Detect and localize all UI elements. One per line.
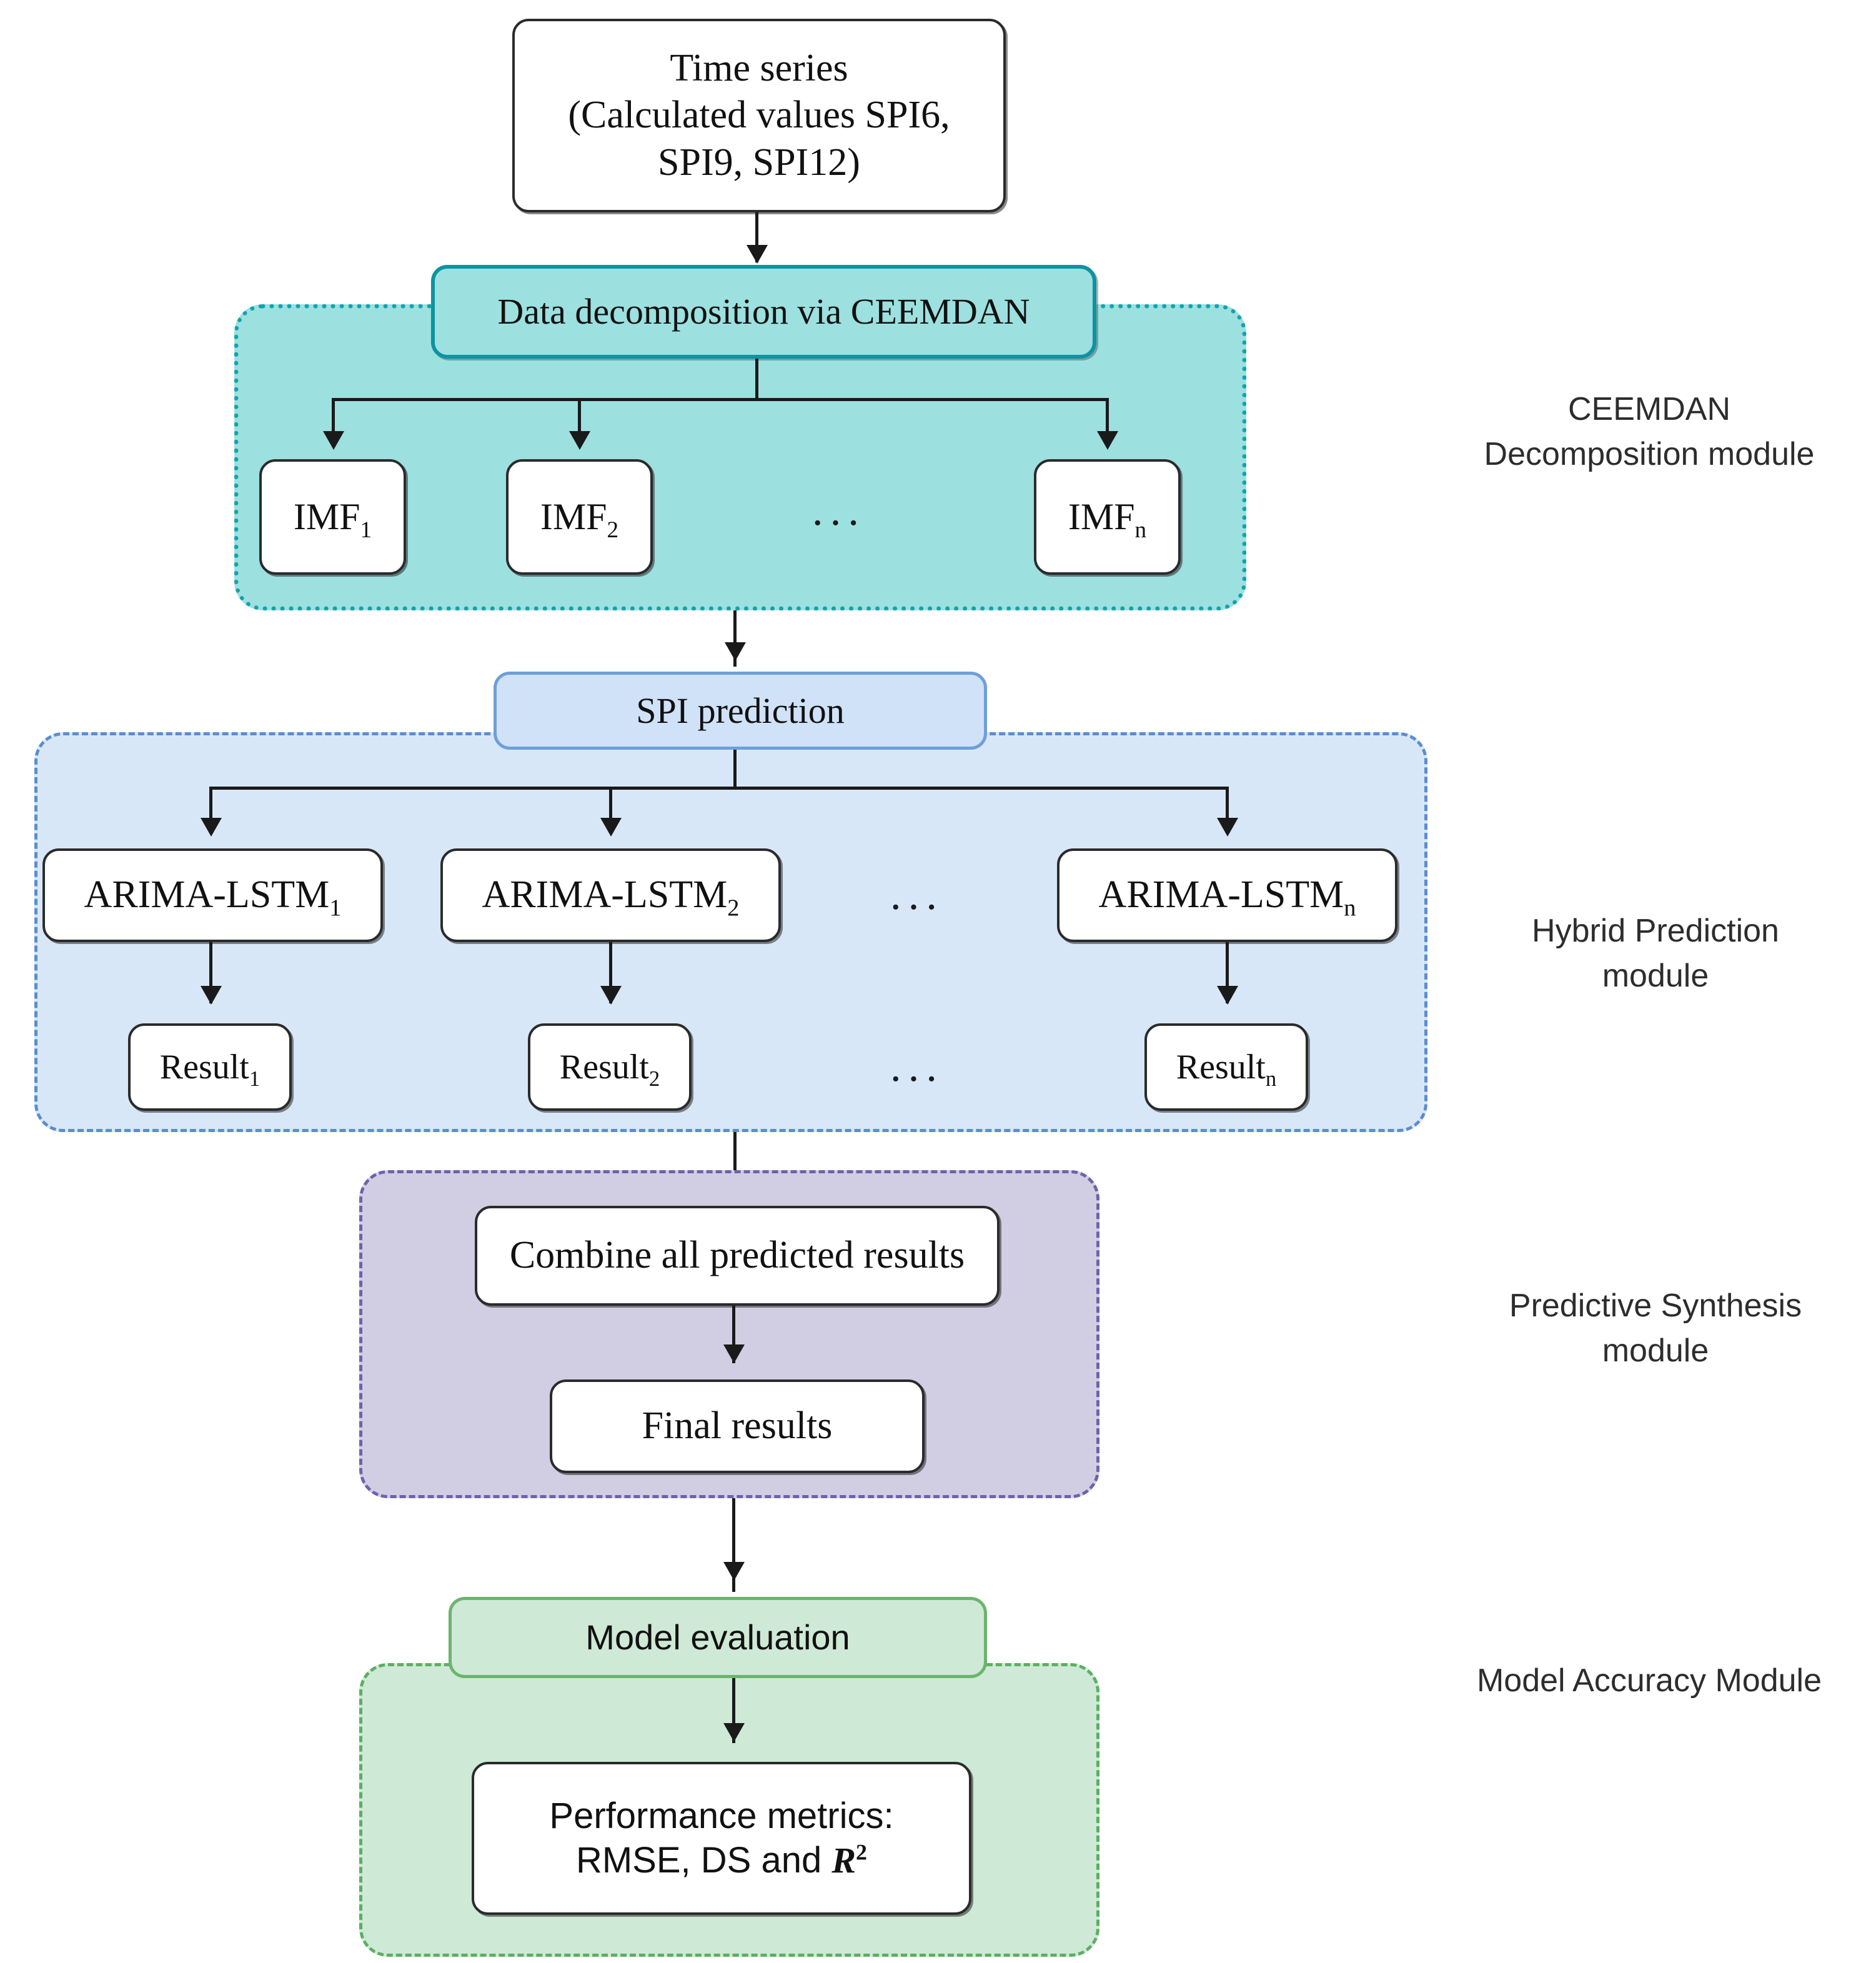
connector-combine-to-final: [732, 1306, 735, 1363]
arima-lstm-2-sub: 2: [727, 895, 740, 922]
arrowhead-combine-to-final: [723, 1344, 745, 1363]
label-module-hybrid: Hybrid Prediction module: [1462, 909, 1849, 999]
arrowhead-to-modeln: [1217, 818, 1238, 837]
arima-lstm-n-sub: n: [1344, 895, 1356, 922]
arrowhead-to-imf2: [569, 431, 590, 450]
header-data-decomposition: Data decomposition via CEEMDAN: [431, 265, 1096, 359]
label-module-ceemdan: CEEMDAN Decomposition module: [1449, 387, 1849, 477]
metrics-line-2-prefix: RMSE, DS and: [575, 1839, 832, 1881]
node-imf-n: IMFn: [1034, 459, 1181, 575]
arima-lstm-n-label: ARIMA-LSTM: [1098, 873, 1344, 917]
arima-lstm-2-label: ARIMA-LSTM: [482, 873, 728, 917]
label-synthesis-line-2: module: [1602, 1332, 1709, 1369]
result-1-label: Result: [159, 1047, 249, 1086]
connector-ceemdan-bus: [332, 398, 1109, 401]
time-series-line-1: Time series: [670, 46, 848, 89]
arrowhead-model1-to-result1: [201, 986, 222, 1005]
connector-hybrid-to-combine: [733, 1132, 737, 1201]
label-synthesis-line-1: Predictive Synthesis: [1509, 1288, 1802, 1324]
node-result-1: Result1: [128, 1023, 292, 1111]
label-module-synthesis: Predictive Synthesis module: [1449, 1284, 1862, 1374]
node-combine-results: Combine all predicted results: [475, 1206, 1000, 1306]
connector-ceemdan-to-spi: [733, 610, 737, 667]
arrowhead-synthesis-to-eval: [723, 1562, 745, 1581]
node-result-2: Result2: [528, 1023, 692, 1111]
connector-spi-to-model2: [609, 787, 612, 825]
connector-spi-bus: [209, 787, 1228, 790]
metrics-r-symbol: R: [831, 1839, 856, 1881]
label-hybrid-line-1: Hybrid Prediction: [1532, 913, 1779, 949]
label-ceemdan-line-1: CEEMDAN: [1567, 391, 1731, 427]
connector-model1-to-result1: [209, 942, 212, 1003]
arima-lstm-1-label: ARIMA-LSTM: [84, 873, 330, 917]
arrowhead-to-imf1: [323, 431, 344, 450]
arrowhead-eval-to-metrics: [723, 1723, 745, 1742]
arrowhead-to-imfn: [1097, 431, 1118, 450]
label-accuracy-line-1: Model Accuracy Module: [1476, 1662, 1822, 1699]
ellipsis-result: ...: [890, 1043, 945, 1091]
connector-ceemdan-stem: [755, 359, 758, 400]
header-model-evaluation: Model evaluation: [449, 1597, 987, 1678]
arrowhead-to-model2: [600, 818, 622, 837]
result-2-sub: 2: [648, 1066, 660, 1091]
connector-ceemdan-to-imf1: [332, 398, 335, 439]
label-hybrid-line-2: module: [1602, 957, 1709, 994]
time-series-line-2: (Calculated values SPI6,: [568, 94, 950, 137]
imf-1-sub: 1: [360, 517, 372, 543]
result-n-sub: n: [1265, 1066, 1277, 1091]
label-module-accuracy: Model Accuracy Module: [1431, 1659, 1868, 1704]
node-arima-lstm-1: ARIMA-LSTM1: [42, 848, 383, 942]
header-spi-prediction: SPI prediction: [494, 672, 987, 750]
connector-modeln-to-resultn: [1226, 942, 1229, 1003]
ellipsis-arima-lstm: ...: [890, 871, 945, 919]
node-arima-lstm-2: ARIMA-LSTM2: [440, 848, 781, 942]
time-series-line-3: SPI9, SPI12): [658, 141, 860, 184]
node-performance-metrics: Performance metrics: RMSE, DS and R2: [472, 1762, 971, 1915]
metrics-line-1: Performance metrics:: [549, 1795, 894, 1836]
imf-n-sub: n: [1134, 517, 1147, 543]
connector-spi-to-model1: [209, 787, 212, 825]
node-final-results: Final results: [550, 1379, 925, 1473]
ellipsis-imf: ...: [812, 487, 866, 535]
node-time-series: Time series (Calculated values SPI6, SPI…: [512, 19, 1006, 212]
node-result-n: Resultn: [1144, 1023, 1308, 1111]
arrowhead-to-model1: [201, 818, 222, 837]
node-imf-1: IMF1: [259, 459, 406, 575]
arrowhead-timeseries-to-ceemdan: [747, 245, 768, 264]
imf-2-label: IMF: [540, 495, 607, 537]
metrics-line-2: RMSE, DS and R2: [549, 1839, 893, 1883]
arrowhead-model2-to-result2: [600, 986, 622, 1005]
connector-ceemdan-to-imfn: [1106, 398, 1109, 439]
imf-2-sub: 2: [607, 517, 619, 543]
connector-model2-to-result2: [609, 942, 612, 1003]
arrowhead-modeln-to-resultn: [1217, 986, 1238, 1005]
result-1-sub: 1: [249, 1066, 261, 1091]
connector-synthesis-to-eval: [732, 1498, 735, 1592]
node-imf-2: IMF2: [506, 459, 653, 575]
connector-eval-to-metrics: [732, 1678, 735, 1743]
connector-spi-stem: [733, 750, 737, 788]
imf-n-label: IMF: [1068, 495, 1135, 537]
metrics-r-exponent: 2: [856, 1839, 868, 1865]
arrowhead-ceemdan-to-spi: [725, 642, 746, 661]
label-ceemdan-line-2: Decomposition module: [1484, 435, 1815, 472]
result-n-label: Result: [1176, 1047, 1266, 1086]
connector-timeseries-to-ceemdan: [755, 212, 758, 262]
connector-ceemdan-to-imf2: [578, 398, 581, 439]
imf-1-label: IMF: [293, 495, 360, 537]
connector-spi-to-modeln: [1226, 787, 1229, 825]
arima-lstm-1-sub: 1: [329, 895, 342, 922]
result-2-label: Result: [559, 1047, 649, 1086]
node-arima-lstm-n: ARIMA-LSTMn: [1057, 848, 1397, 942]
